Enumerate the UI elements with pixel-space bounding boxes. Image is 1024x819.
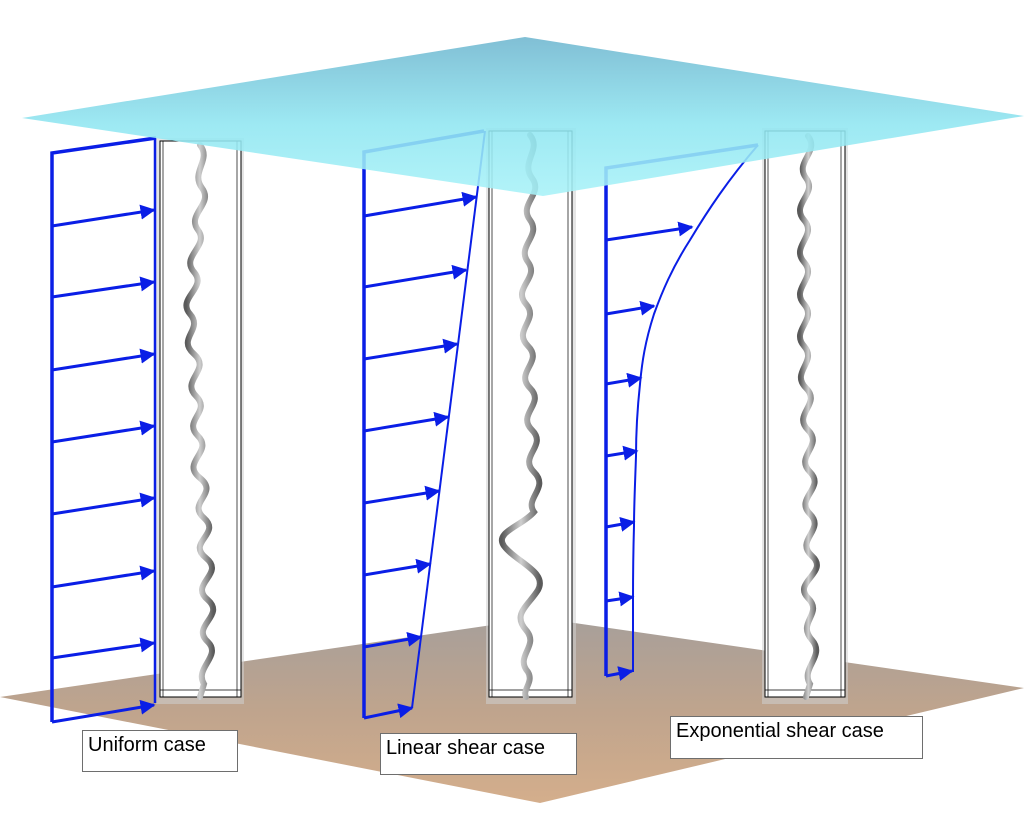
sea-surface-plane (22, 37, 1024, 196)
velocity-profile-uniform (50, 136, 157, 724)
riser-exponential (797, 133, 820, 700)
riser-linear (499, 132, 543, 700)
riser-uniform (183, 142, 217, 700)
label-linear-shear-case: Linear shear case (380, 733, 577, 775)
label-exponential-shear-case: Exponential shear case (670, 716, 923, 759)
label-uniform-case: Uniform case (82, 730, 238, 772)
pipe-frame-uniform (156, 138, 244, 704)
velocity-profile-exponential (604, 143, 759, 681)
